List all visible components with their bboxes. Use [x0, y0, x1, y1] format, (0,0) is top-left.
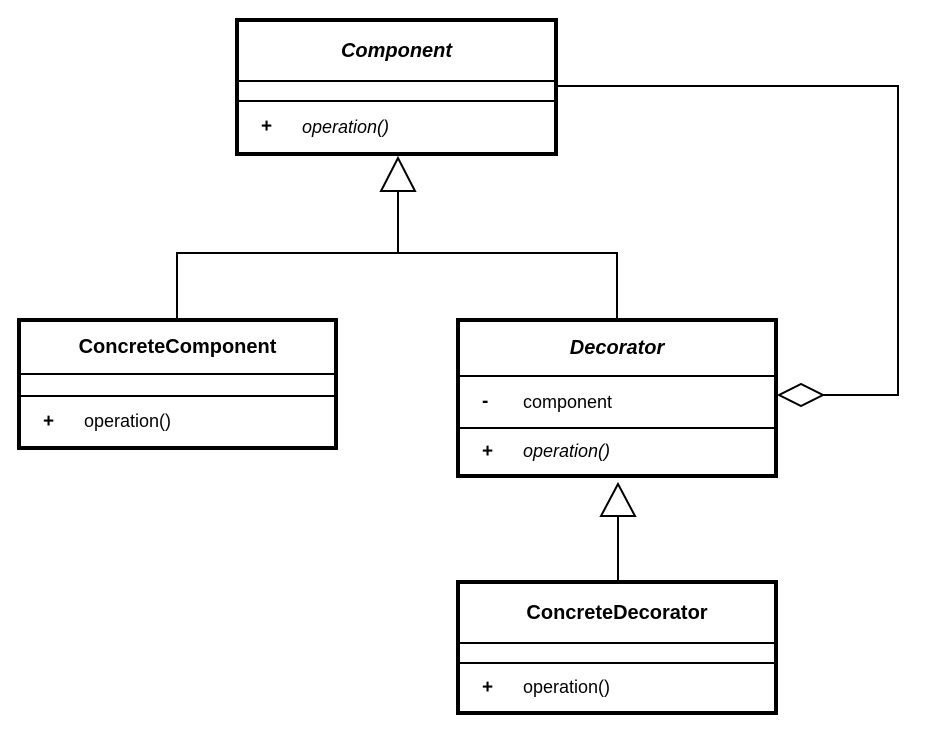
visibility-sign: +: [482, 676, 494, 698]
operations-compartment: + operation(): [460, 662, 774, 711]
generalization-concretedecorator-to-decorator: [599, 481, 637, 581]
class-name: Decorator: [569, 337, 665, 359]
aggregation-diamond-icon: [776, 382, 826, 408]
attribute-name: component: [523, 391, 613, 412]
operation-name: operation(): [523, 441, 611, 461]
operation-row: + operation(): [460, 677, 774, 699]
operation-name: operation(): [302, 116, 390, 137]
aggregation-decorator-to-component: [558, 85, 899, 408]
class-box-decorator: Decorator - component + operation(): [456, 318, 778, 478]
attributes-compartment: [460, 642, 774, 662]
operation-name: operation(): [523, 677, 611, 697]
class-name: ConcreteDecorator: [526, 601, 708, 624]
attributes-compartment: [239, 80, 554, 100]
operation-row: + operation(): [239, 116, 554, 138]
visibility-sign: +: [261, 116, 273, 137]
attribute-row: - component: [460, 391, 774, 413]
class-box-concrete-component: ConcreteComponent + operation(): [17, 318, 338, 450]
operations-compartment: + operation(): [21, 395, 334, 446]
triangle-arrowhead-icon: [379, 155, 417, 192]
attributes-compartment: - component: [460, 375, 774, 427]
triangle-arrowhead-icon: [599, 481, 637, 517]
class-name: Component: [340, 39, 453, 62]
visibility-sign: -: [482, 391, 489, 412]
generalization-to-component: [176, 155, 618, 319]
class-box-component: Component + operation(): [235, 18, 558, 156]
class-name: ConcreteComponent: [78, 336, 277, 358]
operation-name: operation(): [84, 411, 172, 431]
attributes-compartment: [21, 373, 334, 395]
class-box-concrete-decorator: ConcreteDecorator + operation(): [456, 580, 778, 715]
operations-compartment: + operation(): [239, 100, 554, 152]
operation-row: + operation(): [21, 411, 334, 433]
operations-compartment: + operation(): [460, 427, 774, 474]
visibility-sign: +: [482, 440, 494, 462]
visibility-sign: +: [43, 410, 55, 432]
operation-row: + operation(): [460, 441, 774, 463]
